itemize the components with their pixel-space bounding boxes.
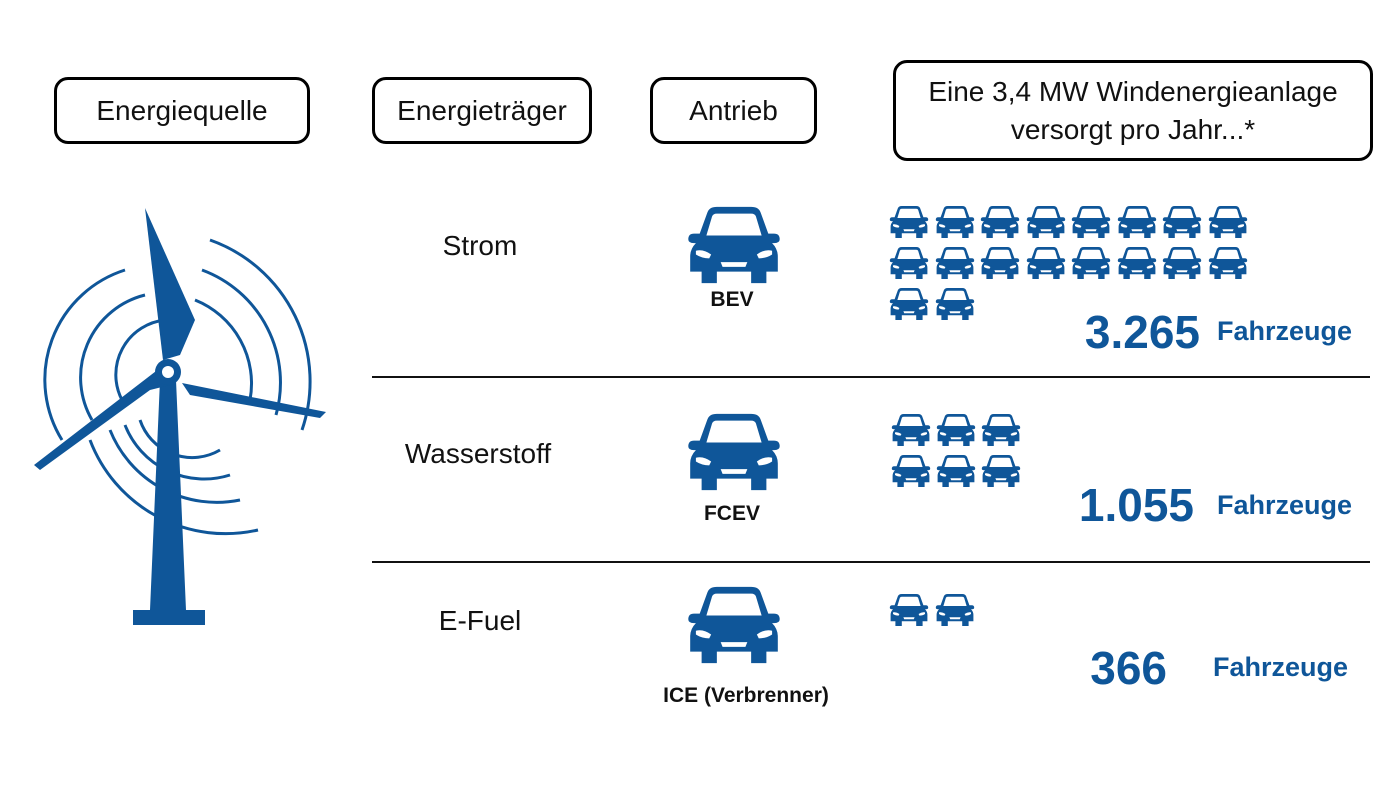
car-icon [1117, 205, 1157, 239]
car-icon [935, 593, 975, 627]
unit-ice: Fahrzeuge [1213, 652, 1349, 682]
carrier-strom: Strom [442, 230, 518, 261]
car-icon [935, 287, 975, 321]
car-icon [686, 412, 782, 492]
car-icon [686, 585, 782, 665]
car-icon [1208, 246, 1248, 280]
car-icon [1026, 246, 1066, 280]
car-icon [1026, 205, 1066, 239]
car-icon [935, 205, 975, 239]
car-icon [1162, 205, 1202, 239]
unit-bev: Fahrzeuge [1217, 316, 1353, 346]
car-icon [889, 287, 929, 321]
drive-fcev: FCEV [703, 502, 760, 525]
car-icon [1208, 205, 1248, 239]
car-icon [889, 593, 929, 627]
unit-fcev: Fahrzeuge [1217, 490, 1353, 520]
car-icon [981, 413, 1021, 447]
car-icon [1162, 246, 1202, 280]
car-icon [936, 454, 976, 488]
header-energy-carrier: Energieträger [372, 77, 592, 144]
car-icon [889, 205, 929, 239]
header-energy-source: Energiequelle [54, 77, 310, 144]
car-icon [891, 454, 931, 488]
header-supply: Eine 3,4 MW Windenergieanlage versorgt p… [893, 60, 1373, 161]
header-energy-carrier-label: Energieträger [397, 94, 567, 126]
car-icon [980, 246, 1020, 280]
wind-turbine-icon [30, 200, 340, 630]
header-energy-source-label: Energiequelle [96, 94, 268, 126]
drive-bev: BEV [710, 288, 754, 311]
car-icon [889, 246, 929, 280]
car-icon [1071, 205, 1111, 239]
car-icon [980, 205, 1020, 239]
row-divider-2 [372, 561, 1370, 563]
header-supply-line1: Eine 3,4 MW Windenergieanlage [928, 75, 1338, 107]
car-icon [935, 246, 975, 280]
header-supply-line2: versorgt pro Jahr...* [1010, 113, 1256, 145]
vehicle-grid-ice [889, 593, 989, 633]
car-icon [686, 205, 782, 285]
header-drive-label: Antrieb [689, 94, 778, 126]
header-drive: Antrieb [650, 77, 817, 144]
count-fcev: 1.055 [1078, 479, 1194, 531]
row-divider-1 [372, 376, 1370, 378]
count-ice: 366 [1090, 642, 1167, 694]
carrier-wasserstoff: Wasserstoff [404, 438, 552, 469]
carrier-efuel: E-Fuel [438, 605, 522, 636]
drive-ice: ICE (Verbrenner) [663, 684, 829, 707]
car-icon [936, 413, 976, 447]
car-icon [1071, 246, 1111, 280]
car-icon [891, 413, 931, 447]
count-bev: 3.265 [1084, 306, 1200, 358]
car-icon [1117, 246, 1157, 280]
